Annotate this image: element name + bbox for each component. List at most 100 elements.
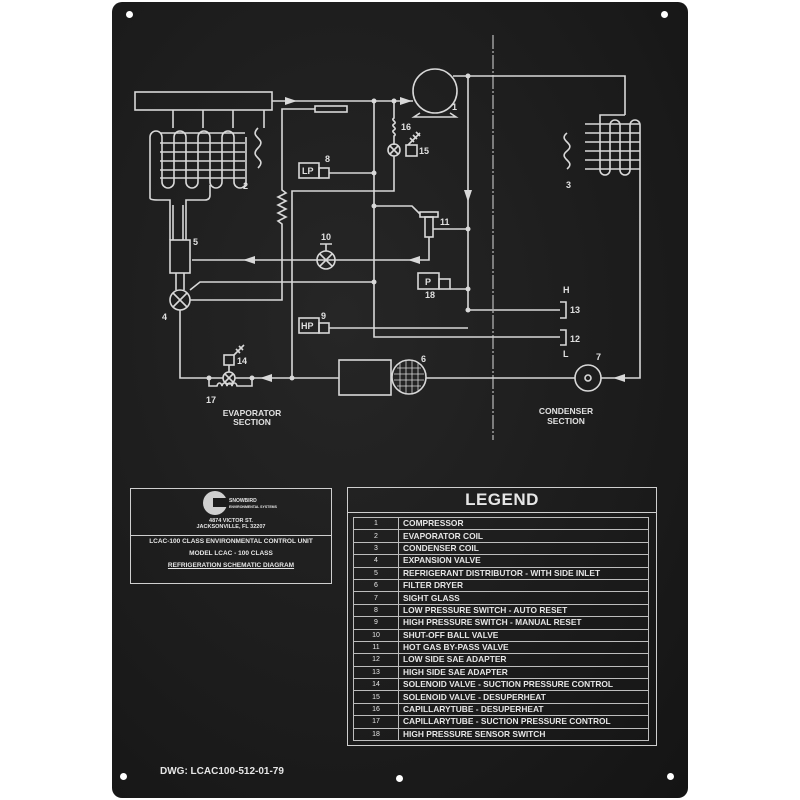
svg-text:3: 3 — [566, 180, 571, 190]
legend-number: 15 — [353, 690, 399, 704]
legend-number: 8 — [353, 603, 399, 618]
svg-text:SECTION: SECTION — [547, 416, 585, 426]
legend-label: SIGHT GLASS — [398, 591, 649, 605]
svg-text:LP: LP — [302, 166, 314, 176]
legend-number: 4 — [353, 554, 399, 568]
svg-text:10: 10 — [321, 232, 331, 242]
svg-text:15: 15 — [419, 146, 429, 156]
legend-number: 6 — [353, 578, 399, 593]
mounting-hole — [396, 775, 403, 782]
legend-number: 14 — [353, 678, 399, 692]
condenser-section-label: CONDENSER — [539, 406, 593, 416]
legend-title: LEGEND — [348, 488, 656, 513]
snowbird-logo — [203, 491, 229, 515]
legend-number: 1 — [353, 516, 399, 531]
legend-label: LOW SIDE SAE ADAPTER — [398, 653, 649, 667]
legend-label: LOW PRESSURE SWITCH - AUTO RESET — [398, 603, 649, 618]
legend-number: 2 — [353, 529, 399, 543]
legend-number: 3 — [353, 541, 399, 556]
legend-number: 17 — [353, 715, 399, 729]
drawing-number: DWG: LCAC100-512-01-79 — [160, 766, 284, 777]
svg-text:9: 9 — [321, 311, 326, 321]
svg-text:5: 5 — [193, 237, 198, 247]
svg-text:2: 2 — [243, 181, 248, 191]
unit-title: LCAC-100 CLASS ENVIRONMENTAL CONTROL UNI… — [149, 538, 313, 545]
legend-label: COMPRESSOR — [398, 516, 649, 531]
mounting-hole — [120, 773, 127, 780]
mounting-hole — [126, 11, 133, 18]
svg-text:7: 7 — [596, 352, 601, 362]
svg-text:4: 4 — [162, 312, 167, 322]
high-pressure-switch: HP — [298, 317, 468, 334]
legend-label: SHUT-OFF BALL VALVE — [398, 628, 649, 642]
solenoid-valve-15 — [387, 143, 401, 157]
address: 4874 VICTOR ST. JACKSONVILLE, FL 32207 — [196, 518, 266, 530]
legend-number: 12 — [353, 653, 399, 667]
legend-number: 18 — [353, 727, 399, 742]
svg-text:12: 12 — [570, 334, 580, 344]
legend-number: 16 — [353, 702, 399, 717]
legend-label: HIGH PRESSURE SENSOR SWITCH — [398, 727, 649, 742]
legend-label: REFRIGERANT DISTRIBUTOR - WITH SIDE INLE… — [398, 566, 649, 580]
legend-label: CAPILLARYTUBE - SUCTION PRESSURE CONTROL — [398, 715, 649, 729]
legend-label: HOT GAS BY-PASS VALVE — [398, 640, 649, 655]
legend-number: 13 — [353, 665, 399, 680]
legend-number: 11 — [353, 640, 399, 655]
sight-glass — [574, 364, 602, 392]
legend-number: 7 — [353, 591, 399, 605]
legend-label: SOLENOID VALVE - DESUPERHEAT — [398, 690, 649, 704]
legend-label: CONDENSER COIL — [398, 541, 649, 556]
svg-text:16: 16 — [401, 122, 411, 132]
evaporator-fan-icon — [254, 127, 262, 169]
legend-label: HIGH SIDE SAE ADAPTER — [398, 665, 649, 680]
svg-text:SECTION: SECTION — [233, 417, 271, 427]
svg-text:13: 13 — [570, 305, 580, 315]
svg-text:6: 6 — [421, 354, 426, 364]
legend-number: 10 — [353, 628, 399, 642]
legend-label: EVAPORATOR COIL — [398, 529, 649, 543]
svg-text:11: 11 — [440, 217, 450, 227]
condenser-fan-icon — [563, 132, 571, 170]
compressor — [411, 68, 459, 118]
evaporator-section-label: EVAPORATOR — [223, 408, 282, 418]
low-pressure-switch: LP — [298, 162, 374, 179]
title-block: SNOWBIRD ENVIRONMENTAL SYSTEMS 4874 VICT… — [130, 488, 332, 584]
mounting-hole — [667, 773, 674, 780]
svg-text:H: H — [563, 285, 570, 295]
svg-text:L: L — [563, 349, 569, 359]
legend-number: 5 — [353, 566, 399, 580]
svg-text:17: 17 — [206, 395, 216, 405]
evaporator-coil — [134, 91, 273, 240]
legend-label: CAPILLARYTUBE - DESUPERHEAT — [398, 702, 649, 717]
diagram-title: REFRIGERATION SCHEMATIC DIAGRAM — [167, 562, 295, 569]
brand-name: SNOWBIRD ENVIRONMENTAL SYSTEMS — [229, 498, 277, 509]
svg-text:14: 14 — [237, 356, 247, 366]
svg-text:P: P — [425, 277, 431, 287]
legend-label: SOLENOID VALVE - SUCTION PRESSURE CONTRO… — [398, 678, 649, 692]
svg-text:18: 18 — [425, 290, 435, 300]
svg-text:HP: HP — [301, 321, 314, 331]
receiver — [338, 359, 392, 396]
condenser-coil — [585, 114, 641, 180]
